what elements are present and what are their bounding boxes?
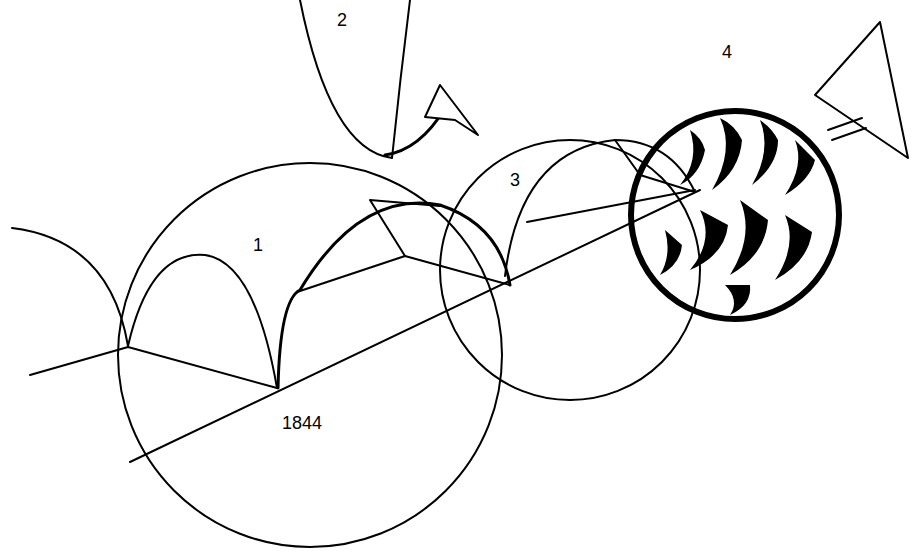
arrow-head: [425, 85, 478, 135]
triangle-shape: [815, 22, 908, 158]
roof-three: [527, 190, 695, 222]
circle-one: [118, 163, 502, 547]
callout-number: 3: [510, 171, 520, 189]
circle-three: [440, 140, 700, 400]
inner-gable: [370, 200, 440, 256]
wing-base: [30, 347, 277, 388]
wing-arch: [128, 255, 277, 388]
arch-three: [505, 140, 695, 276]
axis-line: [130, 190, 700, 462]
flame-pattern: [660, 118, 815, 315]
funnel-shape: [300, 0, 410, 158]
callout-number: 1844: [282, 414, 322, 432]
callout-number: 4: [722, 43, 732, 61]
inner-roof: [297, 256, 510, 292]
callout-number: 1: [253, 236, 263, 254]
triangle-handle: [828, 118, 866, 140]
wing-arc: [12, 228, 128, 346]
circle-four: [631, 111, 839, 319]
callout-number: 2: [337, 11, 347, 29]
